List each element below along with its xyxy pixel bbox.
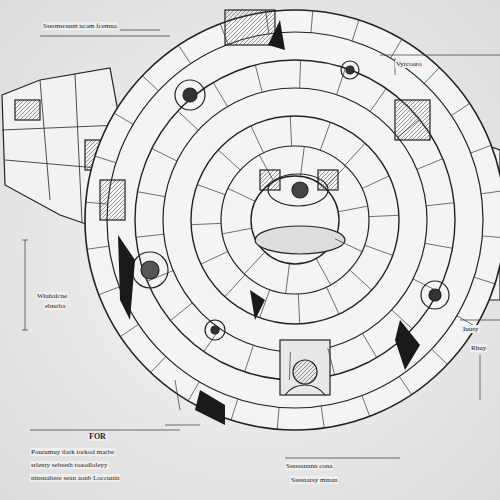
segment-line [424,67,439,83]
segment-line [316,259,330,285]
segment-line [337,68,346,95]
segment-line [87,246,109,249]
segment-line [171,303,193,321]
segment-line [188,382,199,401]
segment-line [432,349,448,364]
segment-line [95,156,116,163]
segment-line [289,352,291,380]
blueprint-note: srlenty sebeeth toaodloleyy [30,461,109,469]
segment-line [231,399,238,420]
segment-line [311,11,313,33]
blueprint-note: Iuusy [462,325,480,333]
segment-line [474,277,495,284]
segment-line [451,103,469,115]
segment-line [425,243,453,248]
blueprint-note: Vyrcoaro [395,60,423,68]
segment-line [255,65,262,92]
segment-line [338,206,367,212]
segment-line [220,24,228,45]
segment-line [413,279,438,292]
segment-line [370,88,386,111]
segment-line [298,294,299,324]
segment-line [277,407,279,429]
blueprint-note: Sssrmsrnnm ncam fcemna [42,22,118,30]
segment-line [326,287,339,314]
segment-line [138,192,166,197]
segment-line [299,60,301,88]
segment-line [399,376,411,394]
blueprint-note: Rhuy [470,344,487,352]
segment-line [290,116,291,146]
blueprint-note: ninsnaltere sean aonb Loccunin [30,474,120,482]
segment-line [426,203,454,206]
segment-line [392,310,413,329]
blueprint-note: Ssssssnnnn cona [285,462,333,470]
segment-line [114,113,133,124]
segment-line [136,234,164,237]
segment-line [152,149,177,162]
segment-line [369,215,399,216]
segment-line [204,328,220,351]
segment-line [482,236,500,238]
segment-line [191,223,221,224]
segment-line [222,228,251,234]
segment-line [147,271,173,282]
segment-line [178,45,190,63]
segment-line [251,126,264,153]
segment-line [228,188,255,201]
segment-line [178,111,199,130]
blueprint-note: ebnelra [44,302,67,310]
segment-line [259,155,273,181]
segment-line [321,406,324,428]
segment-line [151,357,166,373]
segment-line [328,348,335,375]
segment-line [197,185,225,195]
segment-line [260,290,270,318]
segment-line [345,143,365,165]
segment-line [244,252,265,274]
segment-line [286,264,290,294]
segment-line [362,333,376,357]
blueprint-note: Ssssnarsy mtnan [290,476,338,484]
segment-line [352,20,359,41]
hull-segments [86,11,500,429]
segment-line [350,270,372,290]
segment-line [362,176,389,189]
segment-line [320,122,330,150]
segment-line [120,324,138,336]
segment-line [301,147,305,177]
segment-line [99,287,120,295]
blueprint-note: FOR [88,433,107,441]
segment-line [362,396,370,417]
segment-line [325,166,346,188]
segment-line [86,202,108,204]
segment-line [335,239,362,252]
segment-line [142,76,158,91]
segment-line [365,245,393,255]
segment-line [225,275,245,297]
segment-line [213,82,227,106]
leader-lines [22,30,500,458]
segment-line [218,150,240,170]
segment-line [201,251,228,264]
segment-line [417,159,443,170]
shadow-patches [118,20,420,425]
segment-line [245,345,254,372]
segment-line [481,191,500,194]
segment-line [266,12,269,34]
hull [2,10,500,430]
segment-line [471,145,492,153]
blueprint-note: Pourumuy tlark torkod marbe [30,448,115,456]
segment-line [398,119,420,137]
blueprint-note: Wiuhalcne [36,292,68,300]
